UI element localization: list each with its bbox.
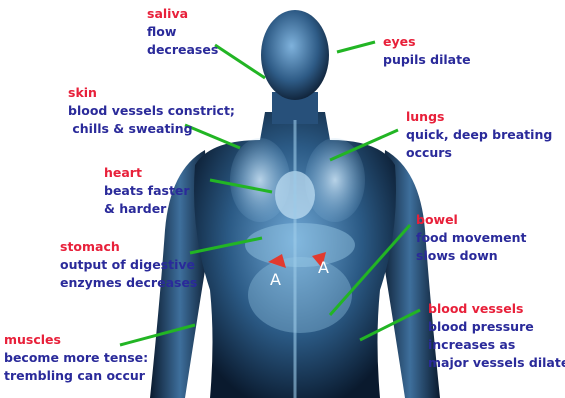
label-bowel-line-1: food movement bbox=[416, 229, 527, 247]
adrenal-marker-left: A bbox=[270, 270, 281, 289]
connector-saliva bbox=[215, 45, 265, 78]
label-stomach-line-2: enzymes decreases bbox=[60, 274, 197, 292]
label-skin-title: skin bbox=[68, 84, 235, 102]
label-blood-vessels: blood vessels blood pressure increases a… bbox=[428, 300, 565, 372]
label-lungs-line-1: quick, deep breating bbox=[406, 126, 552, 144]
adrenal-marker-right: A bbox=[318, 258, 329, 277]
label-lungs-line-2: occurs bbox=[406, 144, 552, 162]
label-muscles: muscles become more tense: trembling can… bbox=[4, 331, 148, 385]
label-eyes-title: eyes bbox=[383, 33, 471, 51]
label-saliva: saliva flow decreases bbox=[147, 5, 218, 59]
label-muscles-line-1: become more tense: bbox=[4, 349, 148, 367]
label-stomach-title: stomach bbox=[60, 238, 197, 256]
label-lungs-title: lungs bbox=[406, 108, 552, 126]
label-bowel: bowel food movement slows down bbox=[416, 211, 527, 265]
label-skin-line-1: blood vessels constrict; bbox=[68, 102, 235, 120]
label-blood-vessels-line-1: blood pressure bbox=[428, 318, 565, 336]
label-blood-vessels-line-2: increases as bbox=[428, 336, 565, 354]
label-saliva-line-1: flow bbox=[147, 23, 218, 41]
label-skin-line-2: chills & sweating bbox=[68, 120, 235, 138]
label-lungs: lungs quick, deep breating occurs bbox=[406, 108, 552, 162]
label-skin: skin blood vessels constrict; chills & s… bbox=[68, 84, 235, 138]
label-bowel-title: bowel bbox=[416, 211, 527, 229]
intestines bbox=[248, 257, 352, 333]
label-stomach-line-1: output of digestive bbox=[60, 256, 197, 274]
label-heart-title: heart bbox=[104, 164, 190, 182]
label-saliva-title: saliva bbox=[147, 5, 218, 23]
label-heart-line-1: beats faster bbox=[104, 182, 190, 200]
head bbox=[261, 10, 329, 100]
label-stomach: stomach output of digestive enzymes decr… bbox=[60, 238, 197, 292]
connector-eyes bbox=[337, 42, 375, 52]
label-eyes-line-1: pupils dilate bbox=[383, 51, 471, 69]
label-muscles-line-2: trembling can occur bbox=[4, 367, 148, 385]
label-heart: heart beats faster & harder bbox=[104, 164, 190, 218]
label-bowel-line-2: slows down bbox=[416, 247, 527, 265]
label-blood-vessels-title: blood vessels bbox=[428, 300, 565, 318]
label-eyes: eyes pupils dilate bbox=[383, 33, 471, 69]
label-blood-vessels-line-3: major vessels dilate bbox=[428, 354, 565, 372]
label-heart-line-2: & harder bbox=[104, 200, 190, 218]
label-saliva-line-2: decreases bbox=[147, 41, 218, 59]
right-lung bbox=[305, 138, 365, 222]
label-muscles-title: muscles bbox=[4, 331, 148, 349]
